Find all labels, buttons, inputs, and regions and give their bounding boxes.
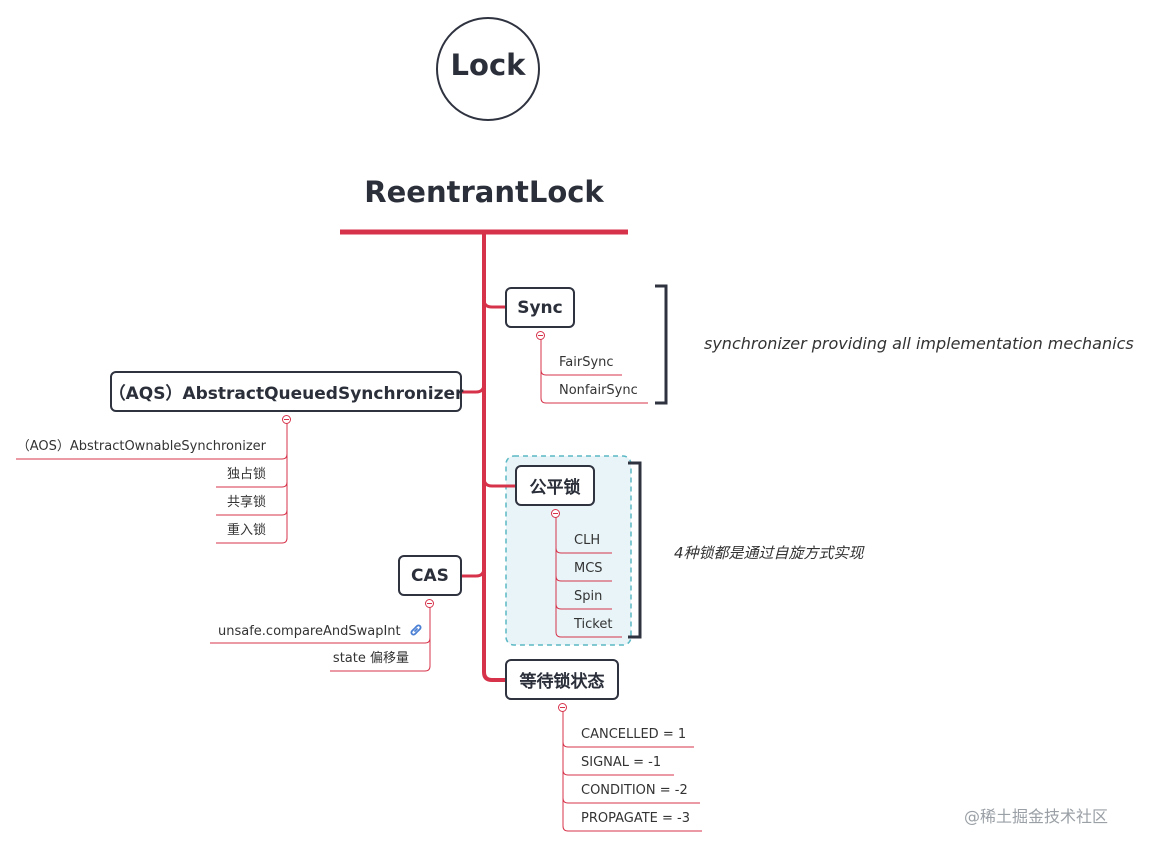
leaf-nonfairsync: NonfairSync: [559, 383, 638, 398]
branch-cas: [462, 567, 486, 578]
root-title: ReentrantLock: [364, 175, 604, 209]
collapse-toggle-sync[interactable]: [536, 331, 545, 340]
link-icon[interactable]: [408, 622, 424, 638]
branch-fair: [482, 477, 516, 488]
leaf-compare-and-swap-text: unsafe.compareAndSwapInt: [218, 624, 401, 639]
collapse-toggle-aqs[interactable]: [282, 415, 291, 424]
node-cas[interactable]: CAS: [398, 555, 462, 596]
watermark: @稀土掘金技术社区: [964, 807, 1109, 826]
leaf-clh: CLH: [574, 533, 601, 548]
fair-lock-note: 4种锁都是通过自旋方式实现: [674, 544, 864, 562]
branch-sync: [482, 299, 506, 309]
lock-circle: [436, 17, 540, 121]
leaf-mcs: MCS: [574, 561, 603, 576]
fair-bracket: [628, 461, 642, 639]
leaf-ticket: Ticket: [574, 617, 613, 632]
trunk-line: [482, 232, 506, 682]
leaf-fairsync: FairSync: [559, 355, 614, 370]
leaf-reentrant: 重入锁: [226, 523, 266, 538]
node-aqs[interactable]: （AQS）AbstractQueuedSynchronizer: [109, 371, 463, 412]
leaf-aos: （AOS）AbstractOwnableSynchronizer: [16, 439, 266, 454]
leaf-condition: CONDITION = -2: [581, 783, 688, 798]
lock-title: Lock: [450, 48, 526, 82]
leaf-cancelled: CANCELLED = 1: [581, 727, 687, 742]
leaf-propagate: PROPAGATE = -3: [581, 811, 691, 826]
leaf-signal: SIGNAL = -1: [581, 755, 662, 770]
leaf-exclusive: 独占锁: [226, 467, 266, 482]
collapse-toggle-cas[interactable]: [425, 599, 434, 608]
sync-note: synchronizer providing all implementatio…: [704, 334, 1134, 353]
collapse-toggle-wait-state[interactable]: [558, 703, 567, 712]
sync-bracket: [655, 284, 668, 405]
leaf-spin: Spin: [574, 589, 603, 604]
leaf-shared: 共享锁: [226, 495, 266, 510]
branch-aqs: [462, 383, 486, 394]
node-wait-state[interactable]: 等待锁状态: [505, 659, 619, 700]
node-fair-lock[interactable]: 公平锁: [515, 465, 595, 506]
leaf-compare-and-swap: unsafe.compareAndSwapInt: [218, 622, 424, 640]
leaf-state-offset: state 偏移量: [332, 651, 409, 666]
node-sync[interactable]: Sync: [505, 287, 575, 328]
collapse-toggle-fair-lock[interactable]: [551, 509, 560, 518]
